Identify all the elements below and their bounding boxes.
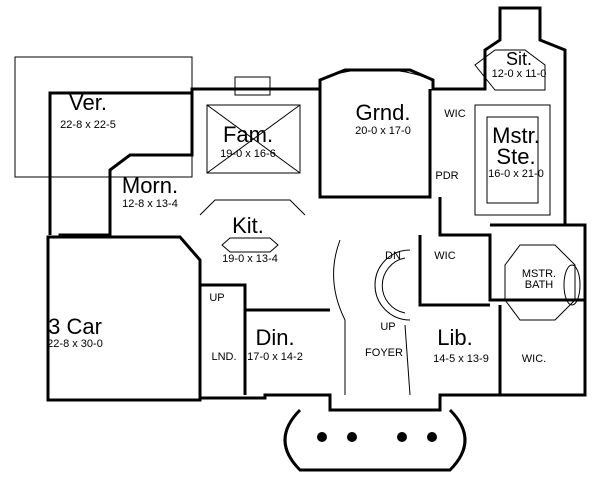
foyer-stair-up-label: UP xyxy=(380,321,395,333)
veranda-outline xyxy=(14,56,193,178)
foyer-outline xyxy=(333,239,411,396)
dining-size: 17-0 x 14-2 xyxy=(247,351,303,363)
grand-size: 20-0 x 17-0 xyxy=(355,125,411,137)
laundry-label: LND. xyxy=(211,351,236,363)
sitting-label: Sit. xyxy=(506,49,532,69)
foyer-label: FOYER xyxy=(365,347,403,359)
garage-wall xyxy=(48,235,202,398)
porch-columns xyxy=(317,432,437,442)
master-bath-label-2: BATH xyxy=(525,279,554,291)
ceiling-line xyxy=(206,104,301,174)
garage-label: 3 Car xyxy=(48,314,102,339)
interior-wall xyxy=(438,197,585,302)
master-suite-label-1: Mstr. xyxy=(492,123,540,148)
master-bath-octagon xyxy=(504,244,576,321)
stair-down-label: DN xyxy=(385,250,401,262)
family-size: 19-0 x 16-6 xyxy=(220,148,276,160)
morning-size: 12-8 x 13-4 xyxy=(122,198,178,210)
interior-wall xyxy=(418,235,490,307)
grand-room-bay xyxy=(322,68,429,79)
grand-label: Grnd. xyxy=(355,100,410,125)
kitchen-counter xyxy=(199,199,306,216)
morning-wall xyxy=(108,93,194,235)
fireplace xyxy=(234,76,271,96)
kitchen-size: 19-0 x 13-4 xyxy=(222,253,278,265)
family-label: Fam. xyxy=(223,122,273,147)
library-size: 14-5 x 13-9 xyxy=(433,353,489,365)
interior-wall xyxy=(200,283,330,312)
kitchen-label: Kit. xyxy=(232,213,264,238)
kitchen-island xyxy=(221,237,279,253)
front-porch xyxy=(283,408,467,472)
bathtub xyxy=(563,264,581,306)
kitchen-stair-up-label: UP xyxy=(209,292,224,304)
library-label: Lib. xyxy=(437,325,472,350)
spiral-stair xyxy=(374,249,411,321)
sitting-size: 12-0 x 11-0 xyxy=(492,68,547,80)
morning-label: Morn. xyxy=(122,173,178,198)
master-suite-ceiling xyxy=(474,104,551,216)
master-suite-label-2: Ste. xyxy=(496,144,535,169)
grand-room-wall xyxy=(318,89,432,199)
sitting-ceiling xyxy=(474,49,546,91)
dining-label: Din. xyxy=(255,325,294,350)
veranda-wall xyxy=(48,91,192,235)
veranda-label: Ver. xyxy=(69,90,107,115)
veranda-size: 22-8 x 22-5 xyxy=(60,119,116,131)
master-bath-label-1: MSTR. xyxy=(522,268,556,280)
master-suite-size: 16-0 x 21-0 xyxy=(488,168,544,180)
master-suite-ceiling-inner xyxy=(486,116,539,204)
wic-bath-label: WIC. xyxy=(522,353,546,365)
garage-size: 22-8 x 30-0 xyxy=(47,338,103,350)
powder-label: PDR xyxy=(435,170,458,182)
wic-top-label: WIC xyxy=(444,108,465,120)
exterior-wall xyxy=(46,6,587,412)
family-ceiling xyxy=(206,104,301,174)
wic-mid-label: WIC xyxy=(434,250,455,262)
